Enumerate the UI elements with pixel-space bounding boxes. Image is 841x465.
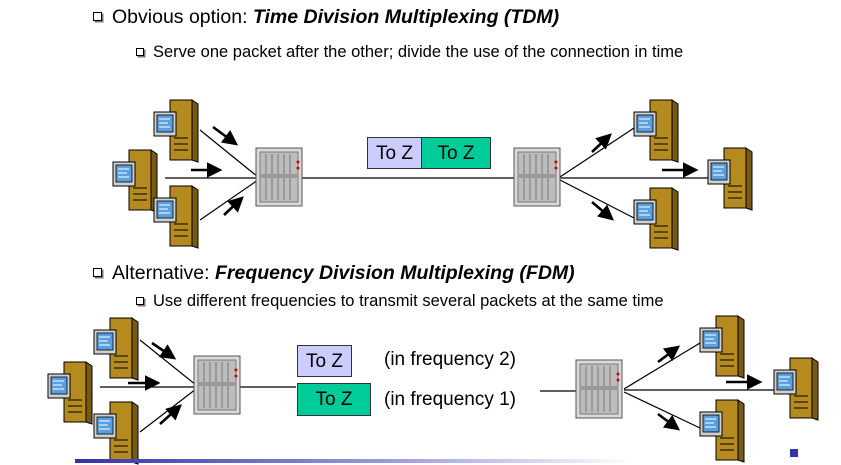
tdm-sub-bullet: Serve one packet after the other; divide… [136,43,683,62]
fdm-arrow [151,341,177,360]
router-icon [575,359,623,419]
tdm-arrow [591,133,612,153]
tdm-link [559,179,635,219]
computer-icon [112,149,158,213]
computer-icon [699,315,745,379]
tdm-arrow [591,201,614,221]
corner-square-icon [790,449,798,457]
computer-icon [633,187,679,251]
router-icon [255,147,303,207]
fdm-bullet-prefix: Alternative: [112,262,215,284]
tdm-arrow [223,196,244,216]
tdm-bullet: Obvious option: Time Division Multiplexi… [93,6,559,29]
fdm-arrow [657,412,681,431]
computer-icon [47,361,93,425]
fdm-link [139,339,197,386]
fdm-sub-bullet: Use different frequencies to transmit se… [136,292,664,311]
computer-icon [93,317,139,381]
footer-bar [75,459,635,463]
freq-1-label: (in frequency 1) [384,389,517,410]
computer-icon [93,401,139,465]
bullet-box-icon [93,12,102,21]
fdm-link [139,388,197,433]
tdm-sub-bullet-text: Serve one packet after the other; divide… [153,43,684,61]
fdm-bullet: Alternative: Frequency Division Multiple… [93,262,575,285]
fdm-link [623,342,701,390]
computer-icon [773,357,819,421]
tdm-packet-2: To Z [421,137,491,169]
bullet-box-icon [93,268,102,277]
computer-icon [699,399,745,463]
tdm-link [199,179,259,221]
fdm-diagram [47,315,819,465]
tdm-link [559,127,635,178]
tdm-arrow [212,125,239,146]
fdm-sub-bullet-text: Use different frequencies to transmit se… [153,292,664,310]
fdm-arrow [657,345,681,364]
bullet-box-icon [136,48,144,56]
computer-icon [633,99,679,163]
tdm-diagram [112,99,753,251]
tdm-bullet-emph: Time Division Multiplexing (TDM) [252,6,560,28]
router-icon [193,355,241,415]
tdm-bullet-prefix: Obvious option: [112,6,253,28]
router-icon [513,147,561,207]
fdm-packet-freq2: To Z [297,345,352,377]
freq-2-label: (in frequency 2) [384,349,517,370]
fdm-bullet-emph: Frequency Division Multiplexing (FDM) [214,262,575,284]
fdm-arrow [159,404,182,425]
computer-icon [153,99,199,163]
tdm-packet-1: To Z [367,137,422,169]
tdm-link [199,129,259,178]
computer-icon [153,185,199,249]
fdm-link [623,391,701,429]
fdm-packet-freq1: To Z [297,383,371,416]
bullet-box-icon [136,297,144,305]
computer-icon [707,147,753,211]
